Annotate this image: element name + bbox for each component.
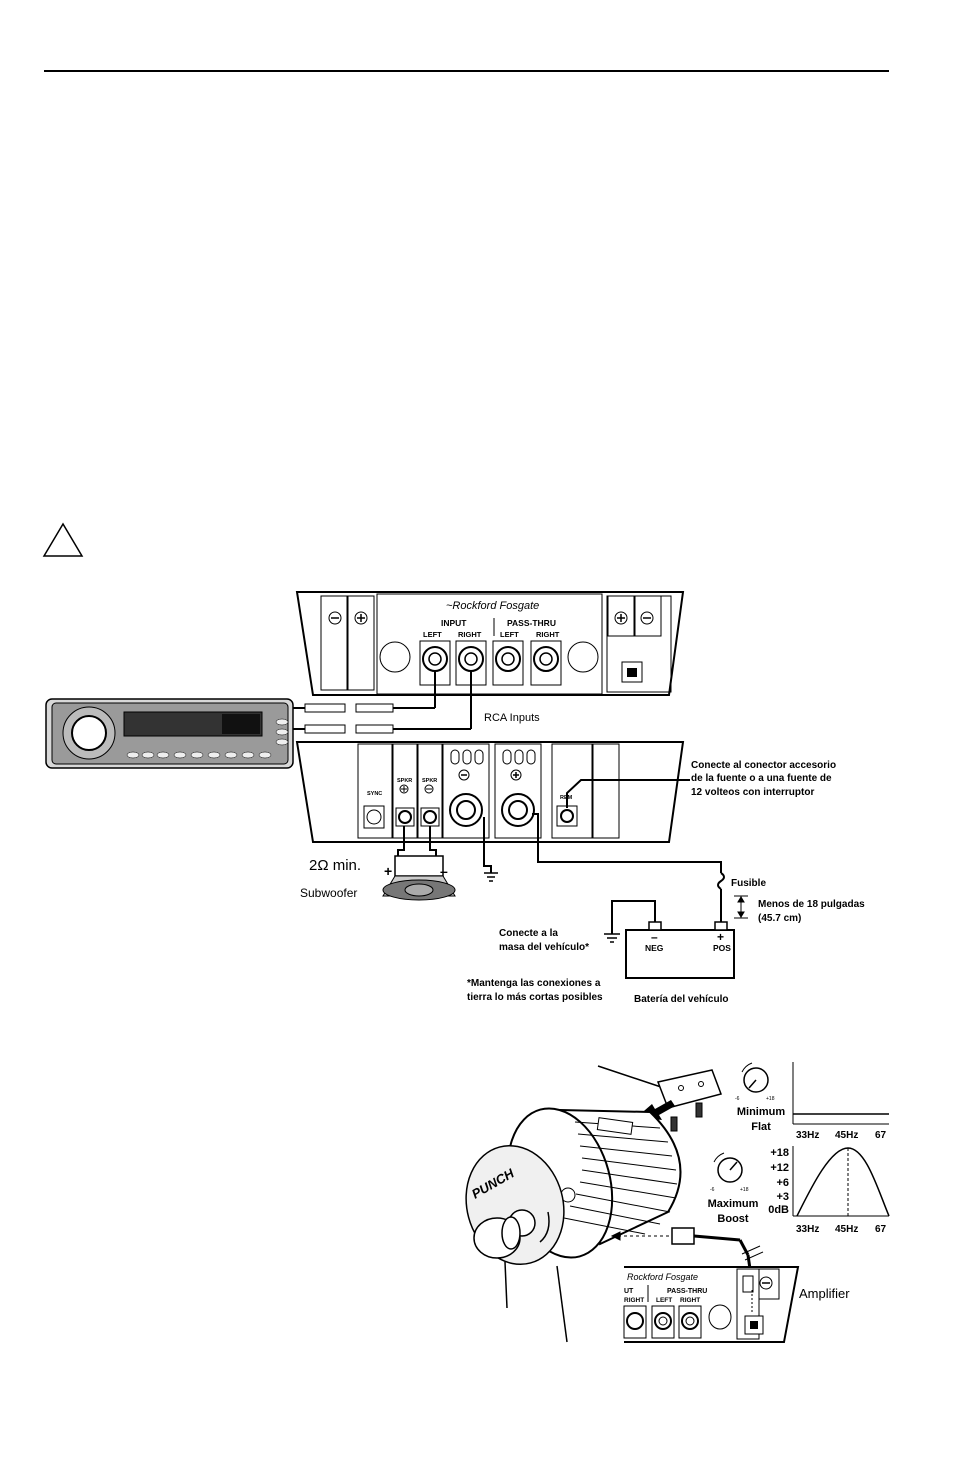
input-left-label: LEFT (423, 630, 442, 639)
boost-12db: +12 (770, 1162, 789, 1174)
distance-line-2: (45.7 cm) (758, 913, 801, 924)
remote-note-line-1: Conecte al conector accesorio (691, 760, 836, 771)
keep-short-note-line-1: *Mantenga las conexiones a (467, 978, 601, 989)
battery-pos-label: POS (713, 943, 731, 953)
battery-label: Batería del vehículo (634, 994, 728, 1005)
pass-left-label: LEFT (500, 630, 519, 639)
partial-right-label-2: RIGHT (680, 1297, 700, 1304)
max-knob-scale-high: +18 (740, 1187, 749, 1193)
speaker-plus-sign: + (384, 863, 392, 879)
ground-note-line-2: masa del vehículo* (499, 942, 589, 953)
remote-note-line-3: 12 volteos con interruptor (691, 787, 814, 798)
remote-control-diagram: PUNCH -6 +18 Minimum Flat (465, 1062, 890, 1343)
boost-response-graph (792, 1146, 890, 1217)
amplifier-input-panel: ~Rockford Fosgate INPUT PASS-THRU LEFT R… (295, 591, 685, 696)
knob-leader-line (504, 1261, 508, 1309)
spkr-pos-label: SPKR (397, 778, 412, 784)
maximum-label: Maximum (708, 1198, 759, 1210)
impedance-label: 2Ω min. (309, 857, 361, 874)
punch-knob[interactable] (473, 1216, 521, 1259)
rca-jack-pass-left (492, 640, 524, 686)
pass-thru-label: PASS-THRU (507, 618, 556, 628)
battery-minus-sign: – (651, 930, 658, 944)
input-right-label: RIGHT (458, 630, 482, 639)
speaker-minus-sign: – (440, 863, 448, 879)
partial-input-label: UT (624, 1288, 634, 1295)
partial-right-label-1: RIGHT (624, 1297, 644, 1304)
car-stereo-head-unit (45, 698, 294, 769)
boost-graph-45hz: 45Hz (835, 1224, 858, 1235)
subwoofer-speaker (382, 855, 456, 901)
amplifier-partial-panel: Rockford Fosgate UT PASS-THRU RIGHT LEFT… (623, 1266, 800, 1343)
boost-graph-67: 67 (875, 1224, 887, 1235)
distance-indicator (734, 895, 748, 919)
bezel-leader-line (556, 1265, 568, 1343)
max-knob-scale-low: -6 (710, 1187, 715, 1193)
minimum-label: Minimum (737, 1106, 785, 1118)
flat-graph-33hz: 33Hz (796, 1130, 819, 1141)
warning-triangle-icon (42, 522, 84, 557)
remote-note-line-2: de la fuente o a una fuente de (691, 773, 832, 784)
pass-right-label: RIGHT (536, 630, 560, 639)
minimum-knob-icon (741, 1062, 769, 1093)
partial-brand-logo: Rockford Fosgate (627, 1272, 698, 1282)
partial-pass-thru-label: PASS-THRU (667, 1288, 707, 1295)
partial-left-label: LEFT (656, 1297, 672, 1304)
battery-plus-sign: + (717, 930, 724, 944)
rotate-arrow-icon (539, 1211, 550, 1243)
mounting-bracket (656, 1069, 722, 1132)
flat-response-graph (792, 1062, 889, 1125)
subwoofer-label: Subwoofer (300, 886, 357, 900)
wiring-diagram: ~Rockford Fosgate INPUT PASS-THRU LEFT R… (45, 591, 865, 1005)
boost-18db: +18 (770, 1147, 789, 1159)
fuse-icon (717, 872, 725, 890)
amplifier-label: Amplifier (799, 1286, 850, 1301)
input-label: INPUT (441, 618, 467, 628)
min-knob-scale-low: -6 (735, 1096, 740, 1102)
boost-graph-33hz: 33Hz (796, 1224, 819, 1235)
flat-label: Flat (751, 1121, 771, 1133)
boost-6db: +6 (776, 1177, 789, 1189)
boost-0db: 0dB (768, 1204, 789, 1216)
amplifier-power-panel: SYNC SPKR SPKR REM (295, 741, 685, 843)
spkr-neg-label: SPKR (422, 778, 437, 784)
brand-logo: ~Rockford Fosgate (446, 600, 539, 612)
ground-symbol (484, 872, 498, 882)
bracket-leader-line (597, 1065, 662, 1088)
boost-3db: +3 (776, 1191, 789, 1203)
ground-note-line-1: Conecte a la (499, 928, 558, 939)
min-knob-scale-high: +18 (766, 1096, 775, 1102)
rca-jack-input-left (419, 640, 451, 686)
rca-jack-input-right (455, 640, 487, 686)
flat-graph-67: 67 (875, 1130, 887, 1141)
maximum-knob-icon (713, 1152, 743, 1183)
fuse-label: Fusible (731, 878, 766, 889)
rca-inputs-label: RCA Inputs (484, 712, 540, 724)
vehicle-battery (604, 900, 735, 979)
rca-jack-pass-right (530, 640, 562, 686)
sync-label: SYNC (367, 791, 382, 797)
keep-short-note-line-2: tierra lo más cortas posibles (467, 992, 603, 1003)
boost-label: Boost (717, 1213, 749, 1225)
battery-neg-label: NEG (645, 943, 664, 953)
flat-graph-45hz: 45Hz (835, 1130, 858, 1141)
distance-line-1: Menos de 18 pulgadas (758, 899, 865, 910)
